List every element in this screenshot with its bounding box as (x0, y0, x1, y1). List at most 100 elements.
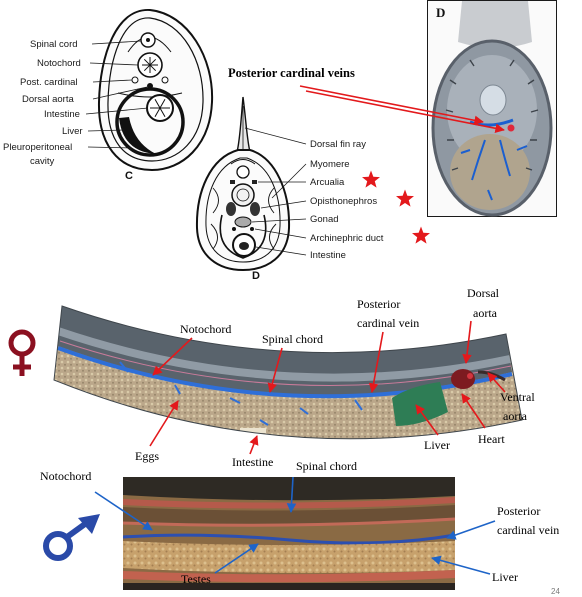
notochord-core (236, 188, 250, 202)
arrow-female-eggs (149, 400, 179, 447)
leader-line (91, 40, 142, 45)
liver-shape (119, 117, 156, 154)
label-archinephric-duct: Archinephric duct (310, 233, 384, 244)
spinal-line (59, 340, 512, 387)
label-female-spinal-chord: Spinal chord (262, 332, 323, 346)
arcualia-right (252, 180, 257, 184)
panel-label-d: D (252, 270, 260, 282)
callout-posterior-cardinal-veins: Posterior cardinal veins (228, 66, 355, 80)
blue-vessel (469, 118, 514, 127)
label-intestine: Intestine (44, 109, 80, 120)
post-cardinal-left (131, 76, 139, 84)
arrow-female-posterior-cardinal-vein (368, 331, 384, 393)
arrow-female-notochord (152, 337, 193, 376)
label-spinal-cord: Spinal cord (30, 39, 78, 50)
label-female-liver: Liver (424, 438, 450, 452)
label-female-cardinal-vein: cardinal vein (357, 316, 419, 330)
label-female-notochord: Notochord (180, 322, 231, 336)
red-vessel-spot (507, 124, 515, 132)
blue-vessel (57, 346, 513, 399)
cavity-ring (115, 87, 185, 157)
star-icon (396, 189, 414, 207)
intestine-folds (150, 99, 170, 117)
myomere-lines (210, 187, 277, 250)
male-symbol-icon (43, 514, 100, 561)
female-specimen-photo (53, 305, 523, 440)
arrow-male-liver (431, 555, 491, 575)
notochord-shape (231, 183, 255, 207)
label-pleuroperitoneal: Pleuroperitoneal (3, 142, 72, 153)
post-cardinal-right (161, 76, 169, 84)
dorsal-cap (230, 159, 256, 165)
heart-shape (451, 369, 475, 389)
label-female-heart: Heart (478, 432, 505, 446)
specimen-outline (53, 305, 523, 440)
label-male-cardinal-vein: cardinal vein (497, 523, 559, 537)
liver-shape (392, 382, 448, 426)
star-icon (412, 226, 430, 244)
archinephric-duct-left (232, 227, 236, 231)
arrow-female-spinal-chord (267, 347, 283, 393)
arrow-female-liver (415, 404, 439, 436)
leader-line (87, 129, 125, 132)
label-female-posterior: Posterior (357, 297, 400, 311)
dorsal-fin (236, 96, 251, 153)
arrow-female-ventral-aorta (487, 372, 506, 393)
photo-cross-section: D (427, 0, 557, 217)
blue-vessel (460, 139, 528, 201)
label-female-ventral-aorta: aorta (503, 409, 528, 423)
spinal-line (123, 517, 455, 527)
arrow-male-testes (214, 543, 259, 574)
arrow-male-posterior-cardinal-vein (446, 520, 496, 540)
label-female-eggs: Eggs (135, 449, 159, 463)
notochord-pattern (142, 57, 158, 73)
spinal-cord-core (146, 38, 150, 42)
diagram-d: Dorsal fin ray Myomere Arcualia Opisthon… (195, 96, 430, 282)
blue-vessel (123, 533, 455, 545)
ventral-edge (123, 583, 455, 590)
cavity-line (219, 214, 267, 259)
arrow-female-dorsal-aorta (462, 320, 472, 364)
label-liver: Liver (62, 126, 83, 137)
label-dorsal-fin-ray: Dorsal fin ray (310, 139, 366, 150)
leader-line (251, 218, 307, 223)
ventral-region (450, 134, 530, 210)
label-post-cardinal: Post. cardinal (20, 77, 78, 88)
ventral-stripe (123, 570, 455, 583)
label-gonad: Gonad (310, 214, 339, 225)
diagram-c: Spinal cord Notochord Post. cardinal Dor… (3, 8, 214, 182)
label-male-posterior: Posterior (497, 504, 540, 518)
arrow-male-spinal-chord (286, 476, 297, 513)
leader-line (92, 86, 148, 100)
opisthonephros-right (250, 202, 260, 216)
intestine-shape (240, 428, 266, 433)
label-male-spinal-chord: Spinal chord (296, 459, 357, 473)
notochord-shape (479, 84, 507, 116)
notochord-band (123, 505, 455, 526)
leader-line (254, 228, 307, 239)
skin-outline (205, 157, 281, 263)
leader-line (260, 200, 307, 209)
septum-line (117, 92, 183, 98)
page-number: 24 (551, 587, 560, 596)
arrow-female-intestine (249, 435, 259, 455)
arrow-callout-1 (299, 85, 484, 126)
label-male-liver: Liver (492, 570, 518, 584)
heart-detail (467, 373, 473, 379)
label-dorsal-aorta: Dorsal aorta (22, 94, 74, 105)
label-male-notochord: Notochord (40, 469, 91, 483)
gonad-shape (234, 216, 252, 228)
star-icon (362, 170, 380, 188)
testes-region (123, 541, 455, 574)
opisthonephros-left (226, 202, 236, 216)
notochord-stripe (56, 327, 511, 382)
label-arcualia: Arcualia (310, 177, 345, 188)
panel-label-photo-d: D (436, 5, 445, 20)
spinal-cord-shape (236, 165, 250, 179)
label-female-ventral: Ventral (500, 390, 535, 404)
label-female-dorsal-aorta: aorta (473, 306, 498, 320)
label-opisthonephros: Opisthonephros (310, 196, 377, 207)
male-specimen-photo (123, 477, 455, 590)
female-symbol-icon (8, 329, 36, 376)
